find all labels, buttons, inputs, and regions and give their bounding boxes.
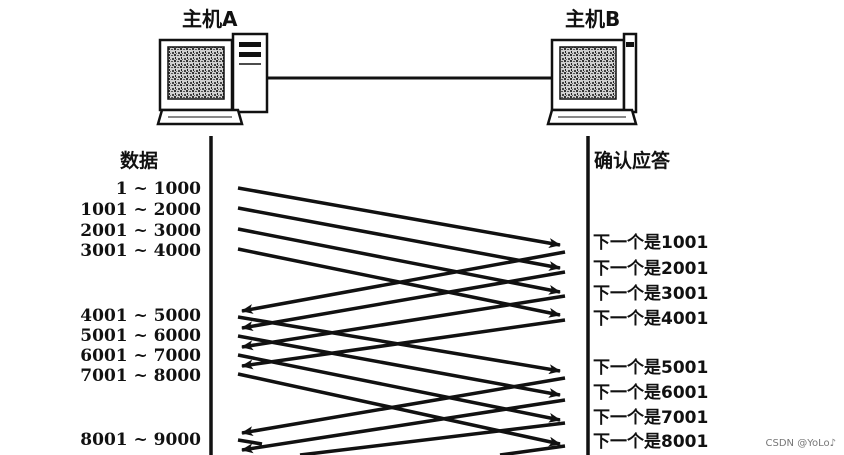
segment-label: 1 ~ 1000 [116,179,201,199]
segment-label: 6001 ~ 7000 [80,346,201,366]
ack-arrow [241,250,566,314]
segment-label: 8001 ~ 9000 [80,430,201,450]
ack-label: 下一个是3001 [593,283,708,304]
ack-arrow [241,398,566,454]
ack-arrow [241,294,566,351]
ack-arrow [299,421,566,455]
segment-label: 5001 ~ 6000 [80,326,201,346]
data-arrow [237,438,263,446]
host-b-label: 主机B [565,7,620,31]
segment-label: 1001 ~ 2000 [80,200,201,220]
data-arrow [237,334,561,398]
ack-arrow [241,376,566,437]
segment-label: 3001 ~ 4000 [80,241,201,261]
data-arrow [237,186,561,249]
data-arrow [237,206,561,271]
ack-label: 下一个是2001 [593,258,708,279]
data-column-title: 数据 [120,149,158,172]
ack-arrows [241,250,566,455]
data-arrow [237,372,561,447]
ack-label: 下一个是1001 [593,232,708,253]
ack-arrow [499,444,566,455]
host-a-label: 主机A [182,7,238,31]
host-b-computer-icon [546,32,638,126]
ack-label: 下一个是7001 [593,407,708,428]
ack-arrow [241,318,566,370]
watermark-text: CSDN @YoLo♪ [766,438,836,449]
ack-label: 下一个是8001 [593,431,708,452]
segment-label: 4001 ~ 5000 [80,306,201,326]
segment-label: 2001 ~ 3000 [80,221,201,241]
ack-label: 下一个是5001 [593,357,708,378]
ack-label: 下一个是4001 [593,308,708,329]
segment-label: 7001 ~ 8000 [80,366,201,386]
host-a-computer-icon [156,32,269,126]
ack-label: 下一个是6001 [593,382,708,403]
ack-arrow [241,270,566,332]
ack-column-title: 确认应答 [594,149,671,172]
